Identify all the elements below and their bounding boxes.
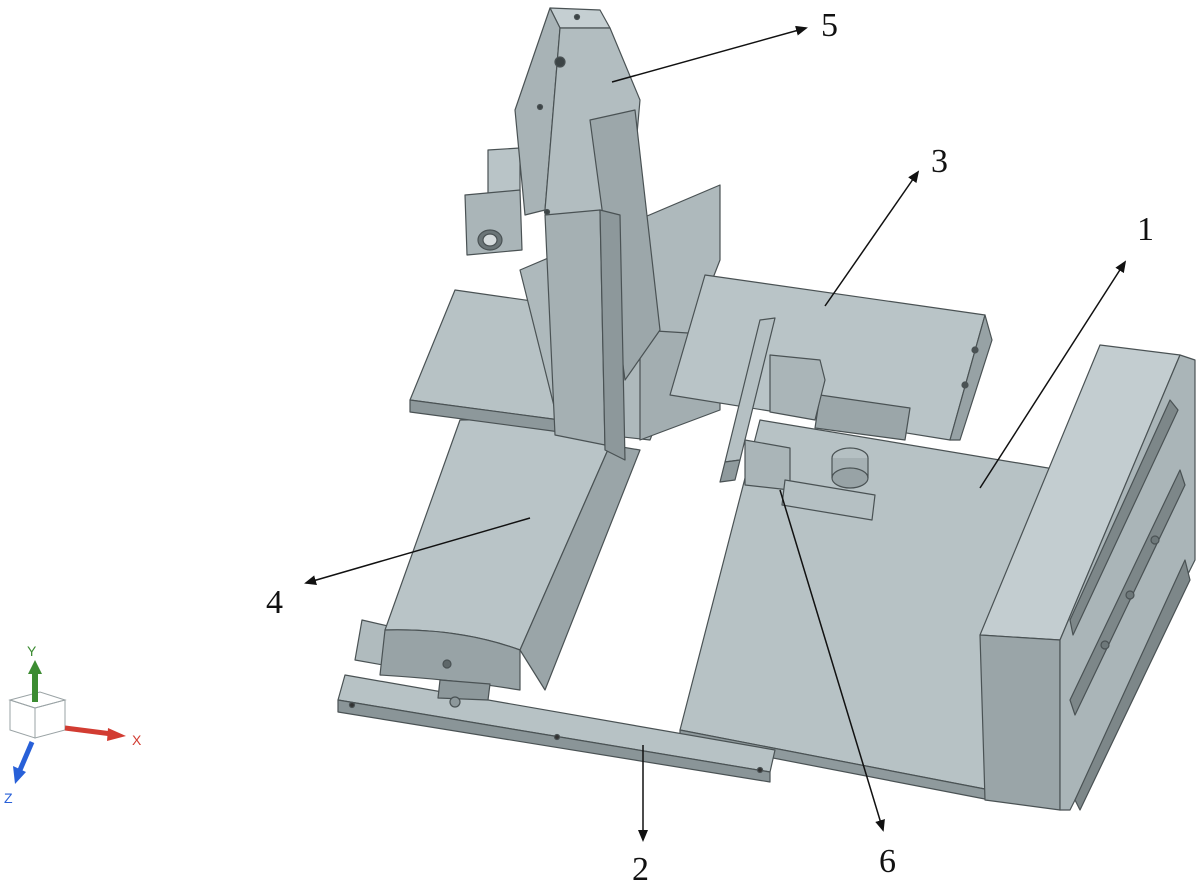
side-camera-block — [464, 147, 523, 256]
callout-label-3: 3 — [931, 143, 948, 180]
callout-label-1: 1 — [1137, 211, 1154, 248]
front-rail-part-2 — [337, 674, 776, 783]
callout-label-2: 2 — [632, 851, 649, 886]
z-axis-label: Z — [4, 790, 13, 806]
arrow-3 — [824, 170, 920, 307]
callout-label-4: 4 — [266, 584, 283, 621]
callout-label-5: 5 — [821, 7, 838, 44]
x-axis-arrow-icon — [64, 725, 126, 741]
arrow-5 — [611, 25, 808, 83]
z-column-part-5 — [514, 7, 661, 461]
x-carriage-part-3 — [669, 274, 993, 441]
arrow-6 — [779, 489, 885, 832]
y-axis-arrow-icon — [28, 660, 42, 702]
y-axis-label: Y — [27, 643, 37, 659]
base-plate-part-1 — [679, 344, 1196, 811]
callout-label-6: 6 — [879, 843, 896, 880]
z-axis-arrow-icon — [13, 741, 35, 784]
slide-carriage-part-4 — [354, 419, 641, 708]
coordinate-triad: Y X Z — [4, 643, 142, 806]
callout-arrows — [304, 25, 1127, 842]
x-axis-label: X — [132, 732, 142, 748]
arrow-1 — [979, 260, 1127, 489]
arrow-4 — [304, 517, 531, 586]
gripper-part-6 — [719, 317, 876, 521]
